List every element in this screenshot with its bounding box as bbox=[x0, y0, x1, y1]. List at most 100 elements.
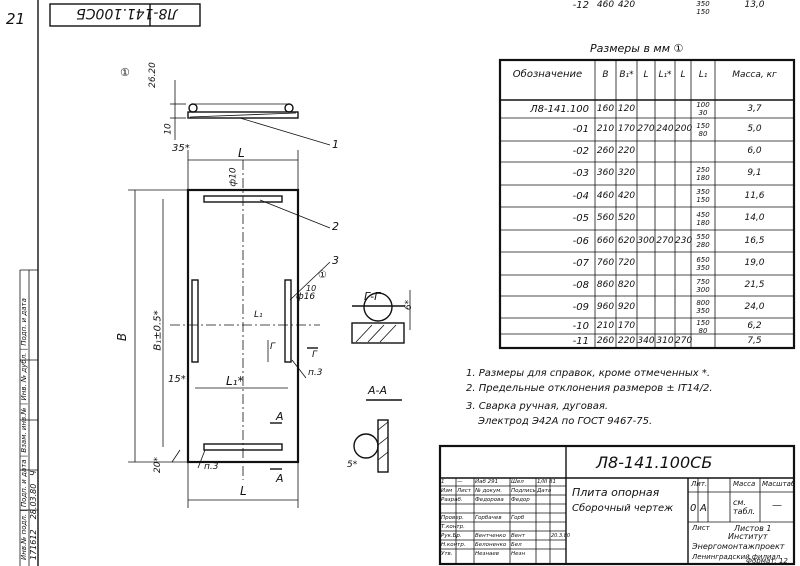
scale-value: — bbox=[772, 500, 782, 511]
change-cell: Шел bbox=[511, 479, 524, 485]
table-cell: 350 150 bbox=[696, 188, 710, 204]
dim-B1: B₁±0.5* bbox=[152, 310, 164, 351]
table-cell: 260 bbox=[596, 335, 615, 346]
table-cell: 720 bbox=[617, 258, 636, 268]
table-cell-designation: Л8-141.100 bbox=[530, 103, 589, 115]
role-cell: Разраб. bbox=[441, 497, 463, 503]
section-G-label-2: Г bbox=[312, 350, 318, 360]
table-cell-designation: -11 bbox=[572, 335, 589, 347]
section-GG-circle bbox=[363, 292, 393, 322]
table-header-cell: L bbox=[643, 70, 649, 80]
header-cell: № докум. bbox=[475, 488, 503, 494]
note-1: 1. Размеры для справок, кроме отмеченных… bbox=[466, 368, 711, 379]
section-GG-dim: 6* bbox=[404, 299, 415, 311]
stamp-rotated-text: Л8-141.100СБ bbox=[76, 5, 178, 21]
table-cell: 250 180 bbox=[696, 165, 710, 182]
table-cell: 520 bbox=[617, 213, 636, 223]
table-cell: 270 bbox=[675, 335, 693, 346]
side-strip-values: 171612 28.03.80 Ч bbox=[29, 264, 38, 560]
stamp-box bbox=[49, 3, 201, 27]
dim-20: 20* bbox=[152, 457, 163, 473]
role-cell: Н.контр. bbox=[441, 542, 466, 548]
rod-top bbox=[203, 195, 283, 203]
section-GG-view bbox=[351, 290, 411, 344]
table-cell: 6,2 bbox=[747, 320, 762, 331]
mass-value: см. табл. bbox=[733, 498, 756, 516]
section-GG-plate bbox=[351, 322, 405, 344]
header-cell: Дата bbox=[537, 488, 552, 494]
role-cell: Вентченко bbox=[475, 533, 506, 539]
org-line1: Институт bbox=[728, 532, 768, 541]
table-cell: 960 bbox=[596, 301, 615, 312]
table-cell: 350 150 bbox=[696, 0, 710, 16]
dimensions-table bbox=[498, 58, 796, 350]
table-caption: Размеры в мм ① bbox=[590, 42, 683, 55]
drawing-name-line1: Плита опорная bbox=[572, 486, 660, 499]
top-view-plate bbox=[187, 111, 299, 119]
dim-B: B bbox=[115, 332, 130, 342]
role-cell: Вент bbox=[511, 533, 525, 539]
role-cell: Т.контр. bbox=[441, 524, 465, 530]
page-number: 21 bbox=[6, 10, 26, 28]
strip-label-5: Подп. и дата bbox=[20, 298, 28, 346]
section-AA-view bbox=[353, 399, 402, 473]
table-cell: 11,6 bbox=[744, 190, 765, 201]
table-cell: 200 bbox=[675, 124, 693, 134]
table-cell: 460 bbox=[596, 190, 615, 201]
table-cell: 860 bbox=[596, 280, 615, 290]
table-cell: 14,0 bbox=[744, 213, 765, 223]
section-AA-circle bbox=[353, 433, 379, 459]
section-GG-hatch-3 bbox=[379, 324, 397, 343]
table-cell: 420 bbox=[617, 0, 636, 10]
strip-label-1: Инв.№ подл. bbox=[20, 513, 28, 560]
dim-10-right: 10 bbox=[306, 284, 317, 293]
leader-3 bbox=[289, 261, 331, 301]
role-cell: Федорова bbox=[475, 497, 504, 503]
sheet-label: Лист bbox=[692, 524, 710, 532]
table-cell: 3,7 bbox=[747, 103, 762, 114]
org-line2: Энергомонтажпроект bbox=[692, 542, 785, 551]
strip-label-4: Инв. № дубл. bbox=[20, 352, 28, 401]
table-cell: 170 bbox=[617, 124, 636, 134]
table-cell: 270 bbox=[637, 124, 655, 134]
note-4: Электрод Э42А по ГОСТ 9467-75. bbox=[478, 416, 653, 427]
leader-1 bbox=[239, 117, 331, 146]
dim-phi16: ф16 bbox=[296, 292, 316, 302]
org-line3: Ленинградский филиал bbox=[692, 553, 781, 561]
section-GG-hatch-2 bbox=[367, 324, 385, 343]
header-cell: Подпись bbox=[511, 488, 536, 494]
role-cell: Белоненко bbox=[475, 542, 507, 548]
table-cell: 19,0 bbox=[744, 258, 765, 268]
top-view-rod-left bbox=[188, 103, 198, 113]
table-cell: 650 350 bbox=[696, 255, 710, 272]
table-cell: 760 bbox=[596, 258, 615, 268]
table-cell: 920 bbox=[617, 301, 636, 312]
top-view-hatch bbox=[189, 112, 297, 118]
col-scale: Масштаб bbox=[762, 480, 796, 488]
table-cell: 550 280 bbox=[696, 233, 710, 249]
drawing-name-line2: Сборочный чертеж bbox=[572, 503, 674, 514]
note-3: 3. Сварка ручная, дуговая. bbox=[466, 401, 609, 412]
role-cell: Федор bbox=[511, 497, 530, 503]
table-cell: 660 bbox=[596, 235, 615, 246]
top-view bbox=[170, 80, 331, 146]
table-cell: 340 bbox=[637, 335, 655, 346]
section-GG-title: Г-Г bbox=[364, 290, 381, 303]
dim-L1-small: L₁ bbox=[254, 310, 263, 320]
revision-mark-2: ① bbox=[318, 270, 327, 281]
rod-right bbox=[284, 279, 292, 363]
header-cell: Изм bbox=[441, 488, 453, 494]
table-cell: 800 350 bbox=[696, 299, 710, 315]
table-cell: 120 bbox=[617, 103, 636, 114]
strip-value-2: 28.03.80 bbox=[29, 483, 38, 520]
callout-3: 3 bbox=[332, 254, 339, 267]
revision-mark-1: ① bbox=[120, 66, 130, 79]
table-cell: 7,5 bbox=[747, 335, 762, 346]
callout-1: 1 bbox=[332, 138, 339, 151]
strip-value-3: Ч bbox=[29, 470, 38, 477]
table-cell: 300 bbox=[637, 235, 655, 246]
strip-value-1: 171612 bbox=[29, 529, 38, 560]
lit-value-2: А bbox=[700, 503, 707, 514]
table-cell-designation: -07 bbox=[572, 258, 589, 269]
